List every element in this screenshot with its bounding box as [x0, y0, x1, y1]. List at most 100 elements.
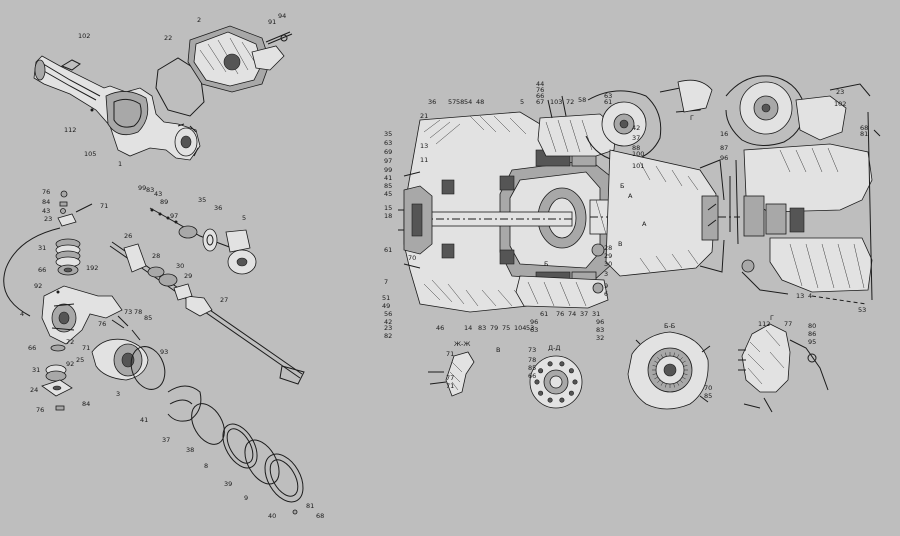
callout-label: 36	[428, 98, 436, 106]
detail-caption: Б-Б	[664, 322, 675, 330]
callout-label: 92	[34, 282, 42, 290]
callout-label: 99	[384, 166, 392, 174]
callout-label: 76	[42, 188, 50, 196]
callout-label: 15	[384, 204, 392, 212]
callout-label: 14	[464, 324, 472, 332]
callout-label: 61	[540, 310, 548, 318]
callout-label: 23	[44, 215, 52, 223]
ring-8	[222, 423, 258, 469]
cv-joint-parts	[123, 243, 193, 301]
callout-label: 85	[144, 314, 152, 322]
callout-label: 112	[758, 320, 770, 328]
callout-label: 66	[528, 372, 536, 380]
callout-label: 51	[382, 294, 390, 302]
gear-tooth	[679, 379, 683, 383]
callout-label: 81	[860, 130, 868, 138]
gear-tooth	[681, 360, 686, 364]
callout-label: В	[496, 346, 500, 354]
callout-label: 71	[446, 382, 454, 390]
bolt-hole	[572, 379, 578, 385]
gasket-22	[155, 57, 205, 117]
callout-label: 38	[186, 446, 194, 454]
section-mark: Б	[620, 182, 624, 190]
callout-label: 31	[32, 366, 40, 374]
callout-label: 26	[124, 232, 132, 240]
grease-nipple	[292, 509, 298, 515]
callout-label: 53	[526, 324, 534, 332]
callout-label: 31	[38, 244, 46, 252]
callout-label: 85	[384, 182, 392, 190]
callout-label: 11	[420, 156, 428, 164]
gear-tooth	[683, 365, 688, 367]
side-view	[725, 75, 881, 305]
callout-label: 70	[704, 384, 712, 392]
callout-label: 23	[384, 324, 392, 332]
callout-label: 36	[214, 204, 222, 212]
callout-label: 96	[530, 318, 538, 326]
callout-label: 94	[278, 12, 286, 20]
gear-tooth	[660, 354, 664, 359]
callout-label: 102	[834, 100, 846, 108]
gear-tooth	[676, 381, 680, 386]
callout-label: 63	[604, 92, 612, 100]
hardware-column	[57, 190, 93, 227]
callout-label: 66	[28, 344, 36, 352]
callout-label: 30	[176, 262, 184, 270]
callout-label: 42	[384, 318, 392, 326]
bolt-hole	[547, 397, 553, 403]
callout-label: 73	[528, 346, 536, 354]
detail-caption: Ж-Ж	[454, 340, 470, 348]
callout-label: 43	[42, 207, 50, 215]
gear-tooth	[676, 354, 680, 359]
callout-label: 84	[42, 198, 50, 206]
callout-label: 85	[528, 364, 536, 372]
callout-label: 45	[384, 190, 392, 198]
callout-label: 78	[528, 356, 536, 364]
bolt-hole	[559, 361, 565, 367]
callout-label: 71	[446, 350, 454, 358]
section-mark: Г	[690, 114, 694, 122]
callout-label: 30	[604, 260, 612, 268]
callout-label: 18	[384, 212, 392, 220]
callout-label: 67	[536, 98, 544, 106]
spring-stack	[55, 238, 81, 276]
callout-label: 63	[530, 326, 538, 334]
callout-label: 82	[384, 332, 392, 340]
callout-label: 39	[224, 480, 232, 488]
callout-label: 6	[604, 290, 608, 298]
callout-label: 5	[242, 214, 246, 222]
bolt-hole	[568, 368, 574, 374]
callout-label: 97	[170, 212, 178, 220]
callout-label: 16	[720, 130, 728, 138]
gear-tooth	[657, 357, 661, 361]
callout-label: 41	[384, 174, 392, 182]
callout-label: 35	[384, 130, 392, 138]
callout-label: 8	[204, 462, 208, 470]
callout-label: 95	[808, 338, 816, 346]
gear-tooth	[683, 373, 688, 375]
callout-label: 37	[632, 134, 640, 142]
axle-housing	[33, 55, 201, 161]
callout-label: 5	[520, 98, 524, 106]
section-mark: В	[618, 240, 622, 248]
callout-label: 79	[490, 324, 498, 332]
callout-label: 76	[98, 320, 106, 328]
callout-label: 73	[124, 308, 132, 316]
callout-label: 83	[146, 186, 154, 194]
callout-label: 83	[596, 326, 604, 334]
gear-tooth	[652, 373, 657, 375]
callout-label: 85	[704, 392, 712, 400]
brake-hose-loop	[3, 227, 61, 317]
callout-label: 81	[306, 502, 314, 510]
bolt-hole	[568, 390, 574, 396]
callout-label: 29	[184, 272, 192, 280]
callout-label: 66	[536, 92, 544, 100]
differential-carrier	[187, 25, 293, 93]
bolt-hole	[559, 397, 565, 403]
callout-label: 89	[160, 198, 168, 206]
callout-label: 77	[784, 320, 792, 328]
callout-label: 63	[384, 139, 392, 147]
gear-tooth	[679, 357, 683, 361]
